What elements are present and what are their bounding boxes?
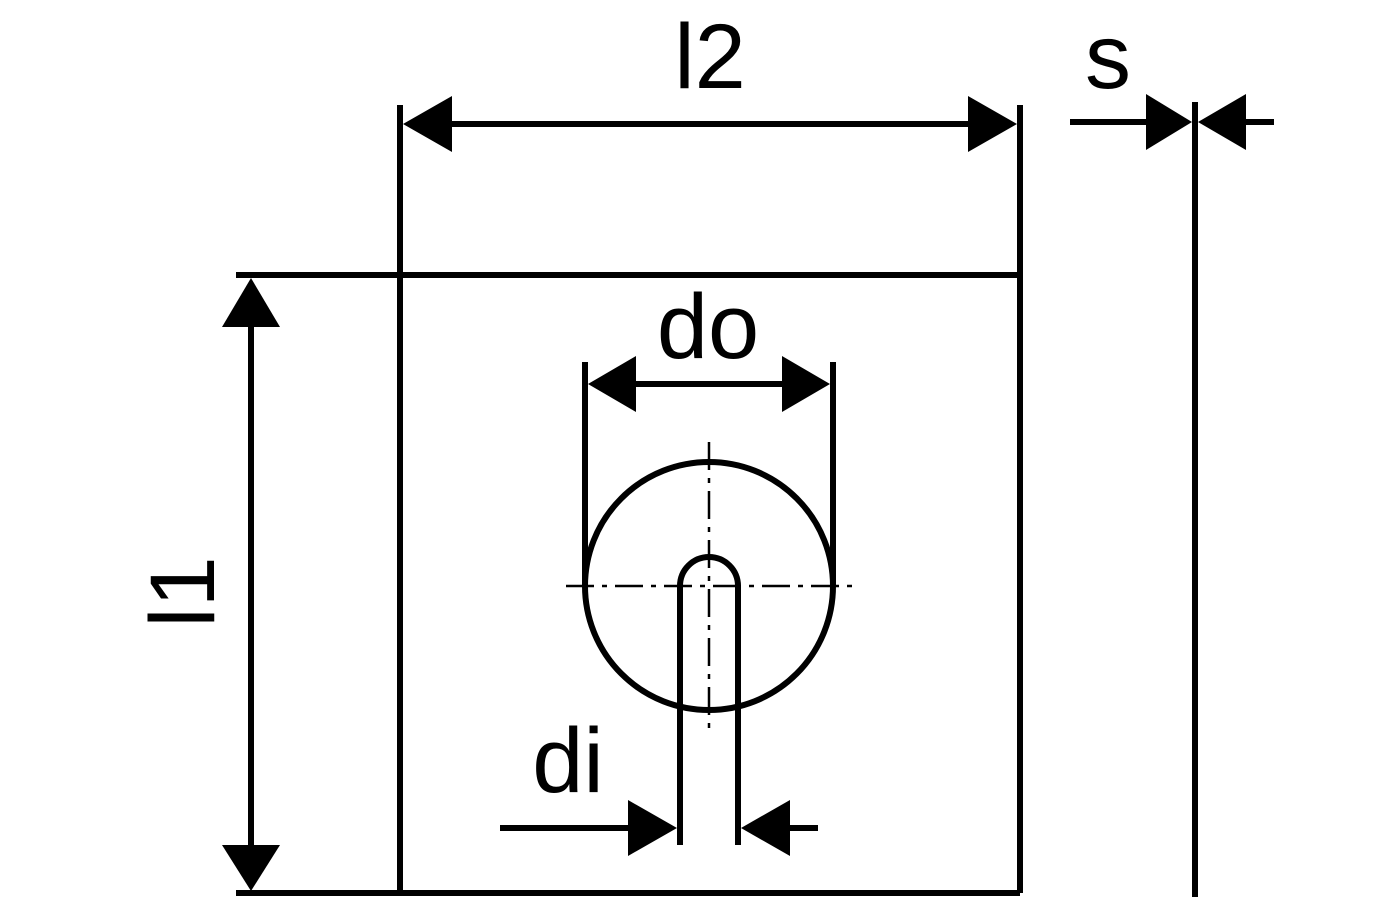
label-l2: l2 bbox=[674, 6, 746, 108]
side-view-thickness: s bbox=[1070, 6, 1274, 897]
dimension-do: do bbox=[582, 276, 836, 586]
dimension-l2: l2 bbox=[403, 6, 1017, 152]
label-do: do bbox=[657, 276, 759, 378]
plate-outline bbox=[397, 105, 1023, 896]
center-lines bbox=[566, 442, 856, 732]
label-di: di bbox=[532, 710, 604, 812]
label-s: s bbox=[1085, 6, 1131, 108]
dimension-di: di bbox=[500, 710, 818, 856]
label-l1: l1 bbox=[132, 556, 234, 628]
dimension-l1: l1 bbox=[132, 272, 400, 896]
